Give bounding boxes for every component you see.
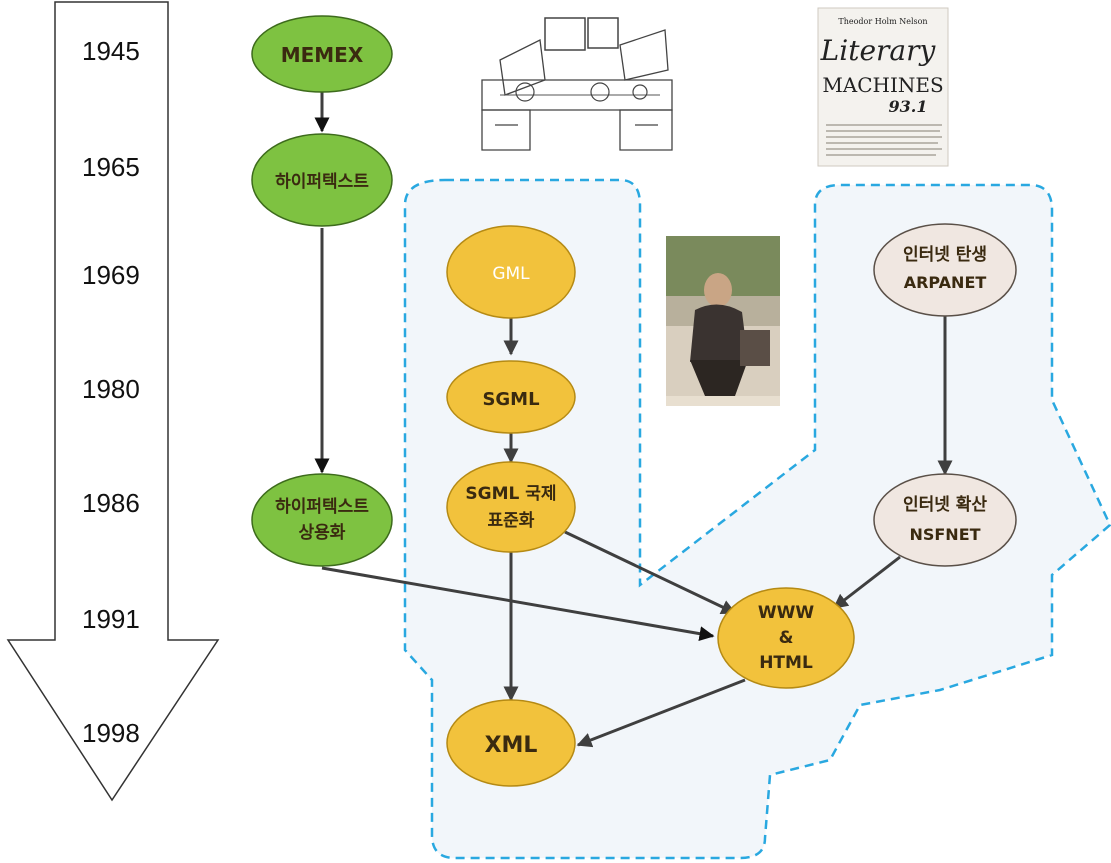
node-label: MEMEX: [281, 43, 364, 67]
year-label: 1991: [82, 604, 140, 634]
year-label: 1980: [82, 374, 140, 404]
node-xml: XML: [446, 699, 576, 787]
book-body-text: [826, 124, 942, 156]
year-label: 1945: [82, 36, 140, 66]
timeline-years: 1945 1965 1969 1980 1986 1991 1998: [82, 36, 140, 748]
node-label-line1: 하이퍼텍스트: [275, 497, 369, 517]
node-sgml: SGML: [446, 360, 576, 434]
book-title-line2: MACHINES: [822, 73, 943, 97]
node-hypertext: 하이퍼텍스트: [251, 133, 393, 227]
node-memex: MEMEX: [251, 15, 393, 93]
edge-www-xml: [576, 678, 746, 748]
node-label-line1: WWW: [758, 603, 815, 623]
node-label: 하이퍼텍스트: [275, 172, 369, 192]
node-label-line2: ARPANET: [904, 273, 987, 292]
edge-sgmlstd-www: [564, 530, 737, 615]
node-www-html: WWW & HTML: [717, 587, 855, 689]
node-hypertext-commercial: 하이퍼텍스트 상용화: [251, 473, 393, 567]
node-gml: GML: [446, 225, 576, 319]
year-label: 1965: [82, 152, 140, 182]
node-arpanet: 인터넷 탄생 ARPANET: [873, 223, 1017, 317]
markup-region: [403, 178, 1111, 860]
node-label-line2: 표준화: [488, 511, 535, 531]
timeline-arrow: [6, 1, 220, 802]
edges: [314, 91, 953, 748]
node-label-line2: NSFNET: [909, 525, 980, 544]
node-nsfnet: 인터넷 확산 NSFNET: [873, 473, 1017, 567]
memex-desk-illustration: [478, 17, 678, 155]
book-title-line1: Literary: [820, 34, 937, 67]
edge-nsfnet-www: [832, 555, 901, 610]
year-label: 1969: [82, 260, 140, 290]
node-label-line3: HTML: [759, 653, 813, 673]
node-label-line1: 인터넷 탄생: [903, 245, 987, 265]
year-label: 1986: [82, 488, 140, 518]
ted-nelson-photo: [666, 236, 780, 406]
book-author: Theodor Holm Nelson: [838, 17, 927, 26]
edge-commercial-www: [321, 566, 715, 642]
literary-machines-book-cover: Theodor Holm Nelson Literary MACHINES 93…: [817, 7, 949, 167]
node-label-line1: SGML 국제: [465, 484, 556, 504]
node-label: XML: [485, 733, 538, 758]
node-label: GML: [492, 264, 530, 284]
node-label-line1: 인터넷 확산: [903, 495, 987, 515]
book-edition: 93.1: [889, 97, 928, 116]
node-sgml-standard: SGML 국제 표준화: [446, 461, 576, 553]
year-label: 1998: [82, 718, 140, 748]
node-label: SGML: [482, 389, 539, 410]
node-label-line2: &: [779, 628, 794, 648]
node-label-line2: 상용화: [299, 523, 346, 543]
